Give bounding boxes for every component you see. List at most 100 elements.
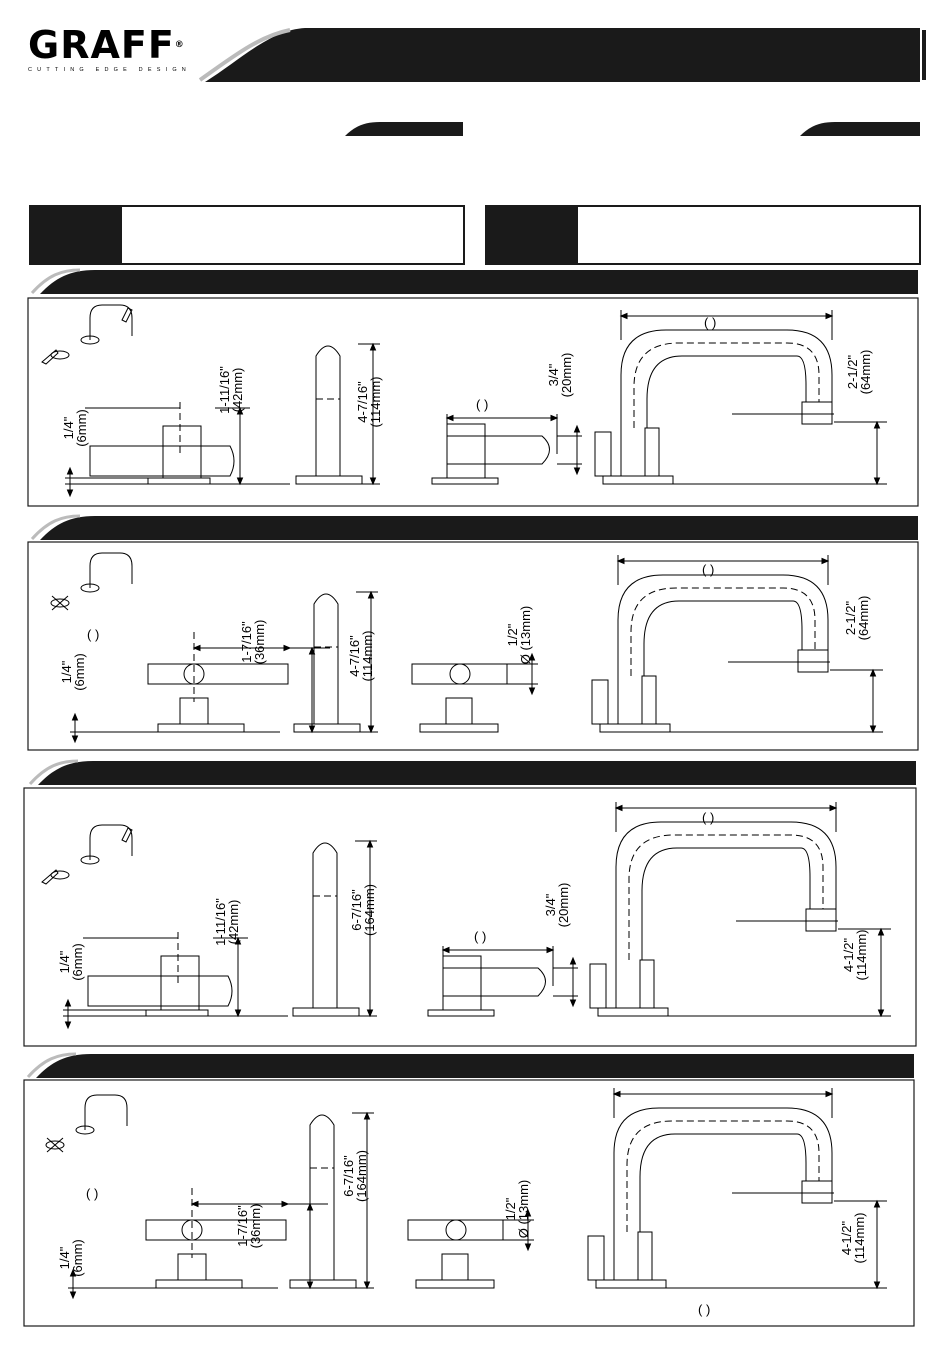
dimension-arrow (825, 1090, 834, 1098)
drawing-path (615, 821, 837, 1008)
drawing-rect (797, 649, 829, 673)
dimension-arrow (829, 804, 838, 812)
dimension-arrow (524, 1208, 532, 1217)
dimension-arrow (367, 725, 375, 734)
drawing-path (626, 1120, 820, 1232)
brand-tagline: CUTTING EDGE DESIGN (28, 67, 191, 73)
dimension-arrow (369, 342, 377, 351)
dimension-arrow (367, 590, 375, 599)
drawing-path (313, 593, 339, 724)
header-swoosh (205, 28, 920, 82)
spout-reach-paren: ( ) (702, 810, 715, 825)
dimension-arrow (569, 956, 577, 965)
dimension-arrow (441, 946, 450, 954)
dimension-arrow (71, 735, 79, 744)
handle-height-label: 1-7/16"(36mm) (235, 1203, 263, 1249)
dimension-arrow (445, 414, 454, 422)
dimension-arrow (873, 1281, 881, 1290)
dimension-arrow (281, 1200, 290, 1208)
drawing-path (617, 574, 829, 724)
dimension-arrow (66, 466, 74, 475)
brand-name: GRAFF (28, 23, 175, 67)
drawing-rect (589, 963, 607, 1009)
drawing-path (633, 342, 820, 428)
spout-height-label: 6-7/16"(164mm) (341, 1150, 369, 1203)
drawing-line (51, 595, 69, 611)
dimension-arrow (616, 557, 625, 565)
drawing-path (312, 842, 338, 1008)
faucet-thumbnail (80, 855, 100, 865)
section-bar-1 (40, 270, 918, 294)
faucet-handle-hub (181, 1219, 203, 1241)
header-end-bar (922, 30, 926, 80)
drawing-rect (602, 475, 674, 485)
drawing-path (121, 307, 133, 323)
drawing-rect (445, 697, 473, 725)
brand-reg: ® (174, 40, 185, 50)
faucet-thumbnail (89, 824, 133, 860)
faucet-thumbnail (75, 1125, 95, 1135)
dimension-arrow (69, 1291, 77, 1300)
drawing-path (639, 1133, 807, 1232)
drawing-rect (587, 1235, 605, 1281)
dimension-arrow (366, 1009, 374, 1018)
spout-reach-paren: ( ) (698, 1302, 711, 1317)
drawing-rect (446, 423, 486, 479)
drawing-rect (595, 1279, 667, 1289)
dimension-arrow (821, 557, 830, 565)
dimension-arrow (71, 712, 79, 721)
drawing-path (41, 349, 59, 365)
drawing-path (89, 445, 235, 477)
drawing-line (46, 1137, 64, 1153)
faucet-thumbnail (89, 304, 133, 340)
section-frame-1 (27, 297, 919, 507)
dimension-arrow (236, 477, 244, 486)
drawing-rect (639, 959, 655, 1009)
drawing-rect (147, 663, 289, 685)
drawing-rect (293, 723, 361, 733)
drawing-rect (160, 955, 200, 1011)
handle-width-paren: ( ) (476, 397, 489, 412)
faucet-thumbnail (84, 1094, 128, 1130)
drawing-path (447, 435, 550, 465)
dimension-arrow (869, 668, 877, 677)
dimension-arrow (825, 312, 834, 320)
faucet-thumbnail (80, 583, 100, 593)
drawing-rect (442, 955, 482, 1011)
dimension-arrow (619, 312, 628, 320)
dimension-arrow (573, 424, 581, 433)
drawing-rect (597, 1007, 669, 1017)
dimension-arrow (363, 1111, 371, 1120)
dimension-arrow (612, 1090, 621, 1098)
handle-diameter-label: 1/2"Ø (13mm) (503, 1179, 531, 1239)
drawing-path (121, 827, 133, 843)
faucet-thumbnail (50, 598, 70, 608)
drawing-rect (289, 1279, 357, 1289)
tab-left (345, 122, 463, 136)
drawing-rect (441, 1253, 469, 1281)
dimension-arrow (64, 1021, 72, 1030)
technical-drawings (41, 304, 891, 1300)
handle-width-paren: ( ) (474, 929, 487, 944)
dimension-arrow (869, 725, 877, 734)
drawing-path (443, 967, 546, 997)
faucet-thumbnail (89, 552, 133, 588)
dimension-arrow (550, 414, 559, 422)
drawing-path (643, 600, 803, 676)
drawing-rect (162, 425, 202, 479)
dimension-arrow (236, 406, 244, 415)
dimension-arrow (190, 1200, 199, 1208)
dimension-arrow (528, 687, 536, 696)
dimension-arrow (569, 999, 577, 1008)
faucet-thumbnail (50, 870, 70, 880)
dimension-arrow (366, 839, 374, 848)
faucet-handle-hub (449, 663, 471, 685)
spout-reach-paren: ( ) (704, 315, 717, 330)
drawing-path (630, 587, 816, 676)
section-bar-3 (38, 761, 916, 785)
section-frame-3 (23, 787, 917, 1047)
